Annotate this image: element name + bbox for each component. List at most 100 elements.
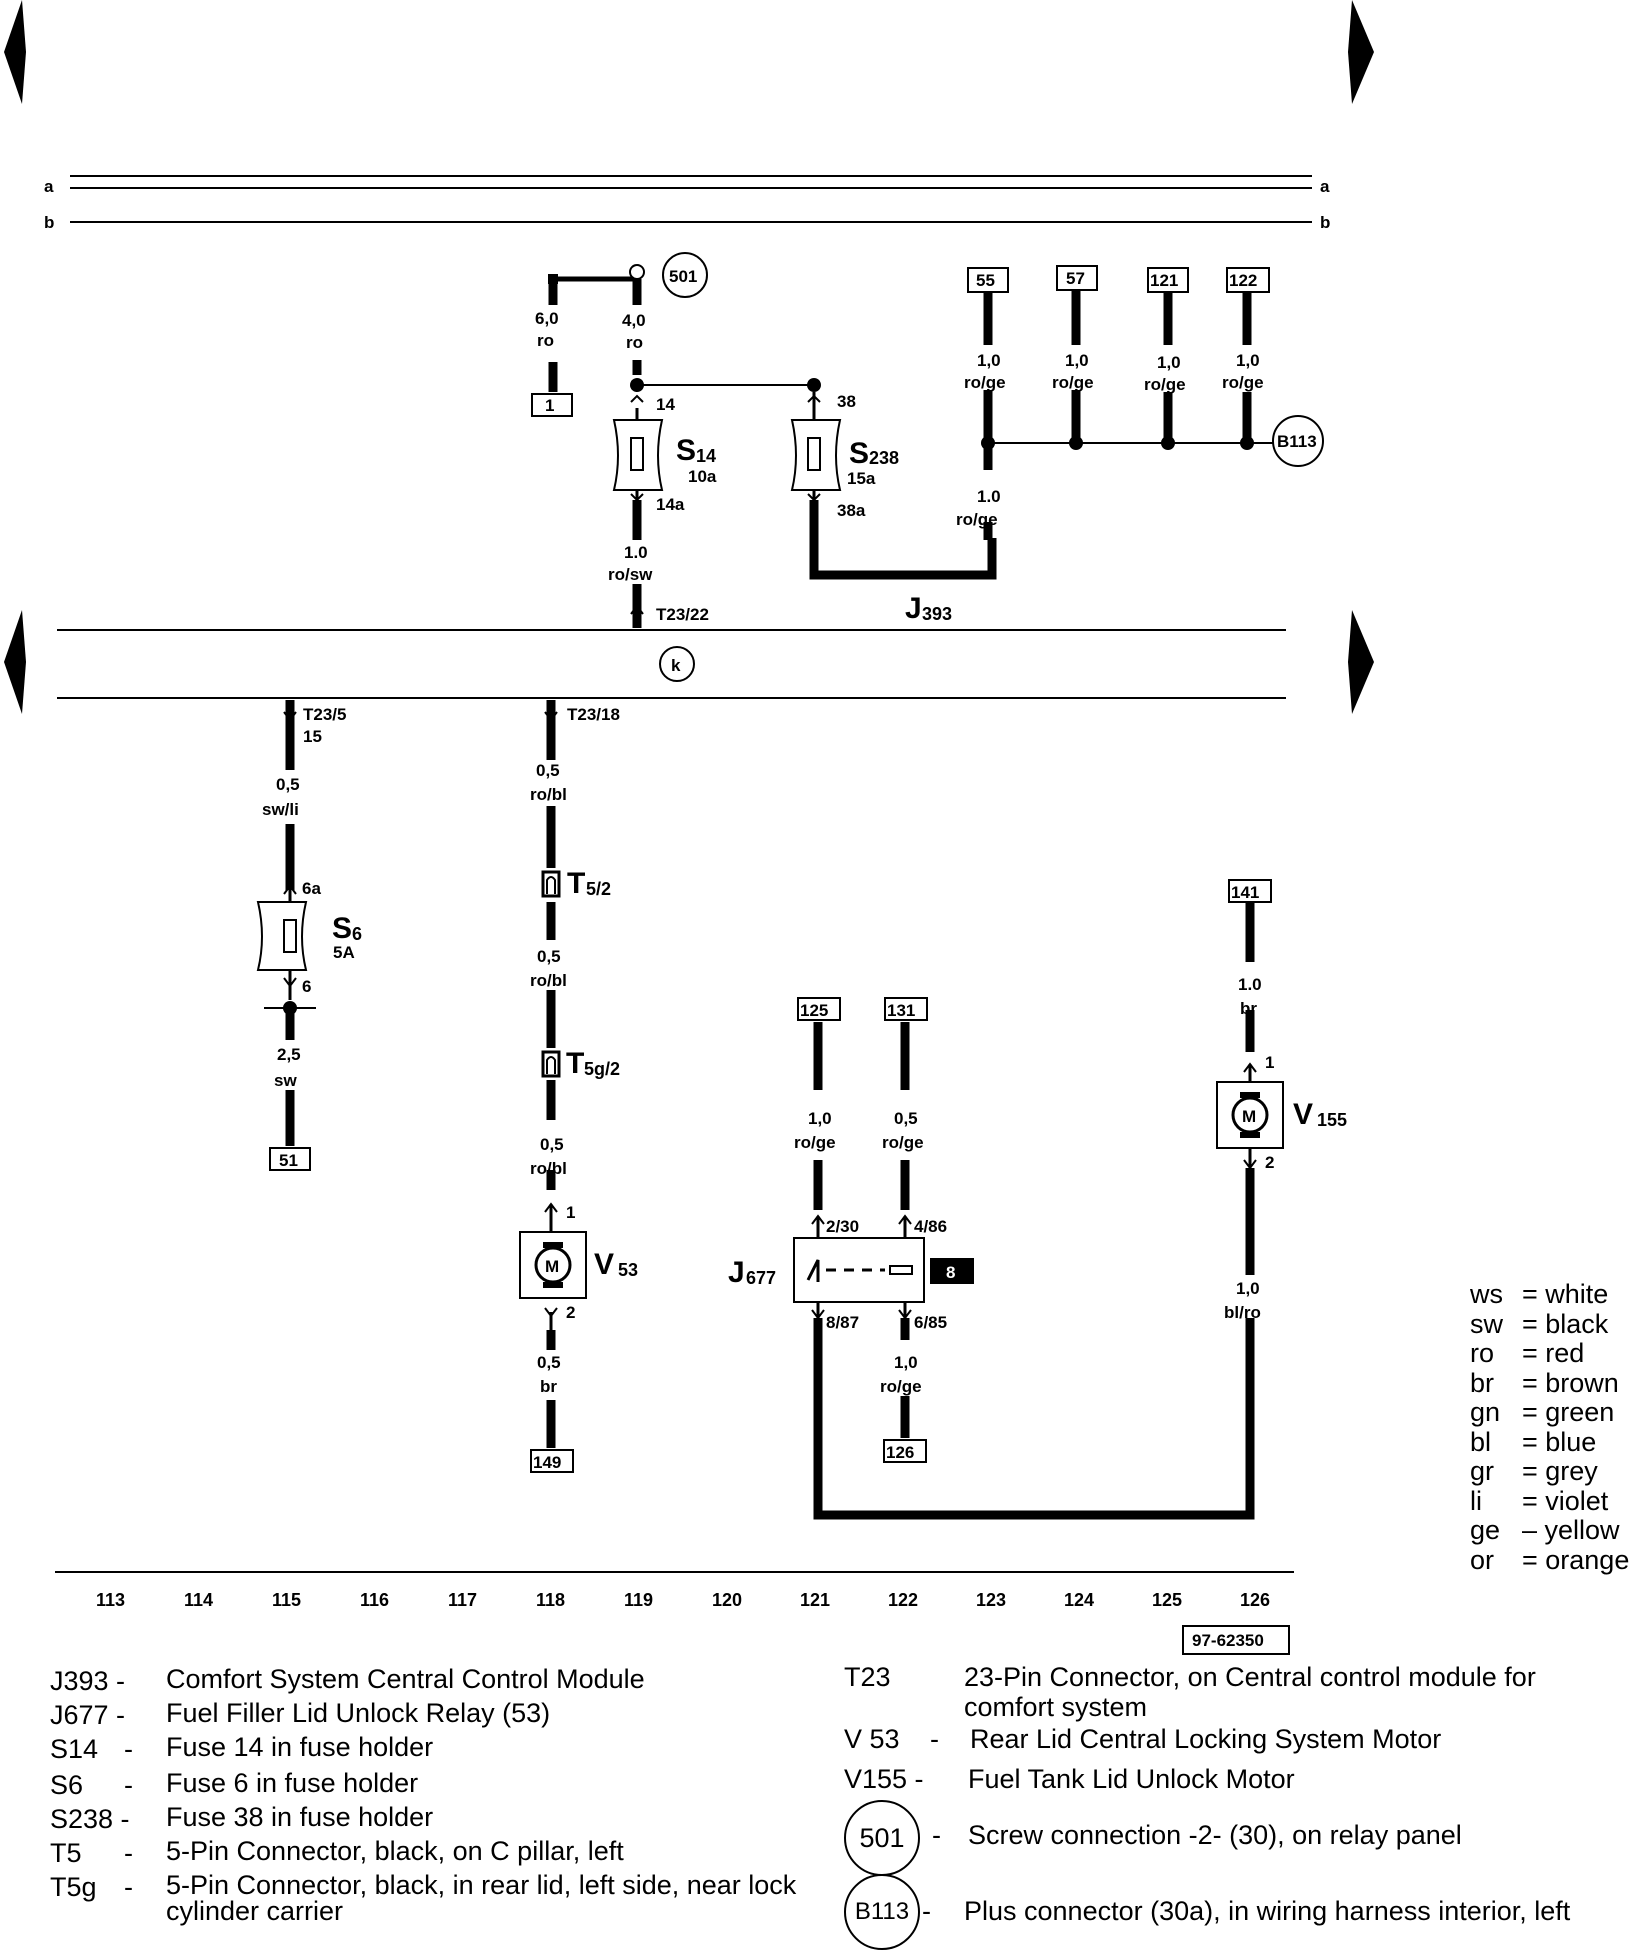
wire-126-color: ro/ge (880, 1377, 922, 1396)
note-dash: - (124, 1770, 133, 1800)
legend-row: ws = white (1470, 1279, 1629, 1310)
connector-t5g-sub: 5g/2 (584, 1059, 620, 1079)
j393-sub: 393 (922, 604, 952, 624)
legend-code: sw (1470, 1308, 1503, 1339)
motor-v155-branch (1216, 900, 1284, 1335)
note-code: T5 (50, 1838, 82, 1868)
ref-box-121-label: 121 (1150, 271, 1178, 290)
fuse-s14 (612, 394, 664, 628)
relay-j677-branch (793, 1022, 1255, 1520)
legend-row: br= brown (1470, 1367, 1629, 1399)
next-page-arrow[interactable] (1348, 0, 1374, 104)
note-desc: Comfort System Central Control Module (166, 1664, 645, 1694)
wire-s238-color: ro/ge (956, 510, 998, 529)
legend-code: bl (1470, 1426, 1492, 1457)
pin-38: 38 (837, 392, 856, 411)
fuse-s14-name: S (676, 434, 696, 467)
diagram-id: 97-62350 (1192, 1631, 1264, 1650)
note-code: V155 - (844, 1764, 924, 1794)
legend-code: br (1470, 1367, 1495, 1398)
prev-page-arrow[interactable] (4, 0, 26, 104)
ref-box-55-label: 55 (976, 271, 995, 290)
wire-121-size: 1,0 (1157, 353, 1181, 372)
wire-141-color: br (1240, 999, 1257, 1018)
note-b113-circle: B113 (844, 1874, 920, 1950)
wire-v155-color: bl/ro (1224, 1303, 1261, 1322)
diagram-id-box (1182, 1625, 1290, 1655)
note-code: T5g (50, 1872, 97, 1902)
note-code: T23 (844, 1662, 891, 1692)
column-number: 122 (888, 1590, 918, 1610)
pin-14: 14 (656, 395, 675, 414)
legend-name: = white (1522, 1279, 1609, 1309)
ref-box-121 (1147, 267, 1189, 293)
column-number: 116 (360, 1590, 389, 1610)
note-desc: Fuel Tank Lid Unlock Motor (968, 1764, 1295, 1794)
legend-row: li= violet (1470, 1486, 1629, 1517)
fuse-s6-sub: 6 (352, 924, 362, 944)
note-dash: - (922, 1896, 931, 1926)
column-number: 119 (624, 1590, 653, 1610)
legend-name: = orange (1522, 1544, 1630, 1575)
screw-501-symbol: 501 (662, 252, 708, 298)
column-number: 113 (96, 1590, 125, 1610)
legend-code: ws (1470, 1279, 1503, 1309)
connector-t5-sub: 5/2 (586, 879, 611, 899)
wire-55-size: 1,0 (977, 351, 1001, 370)
motor-v53-name: V (594, 1248, 614, 1281)
notes-right: T23 23-Pin Connector, on Central control… (844, 1662, 1634, 1950)
note-desc: Plus connector (30a), in wiring harness … (964, 1896, 1571, 1926)
wire-125-size: 1,0 (808, 1109, 832, 1128)
wire-122-color: ro/ge (1222, 373, 1264, 392)
legend-code: ro (1470, 1338, 1495, 1368)
connector-t5-name: T (567, 867, 585, 900)
legend-row: sw = black (1470, 1308, 1629, 1340)
wire-125-color: ro/ge (794, 1133, 836, 1152)
fuse-s238 (790, 392, 997, 580)
wire-6-0-size: 6,0 (535, 309, 559, 328)
relay-j677-sub: 677 (746, 1268, 776, 1288)
note-code: J677 - (50, 1700, 126, 1730)
bus-b: b b (44, 213, 1330, 232)
pin-6: 6 (302, 977, 311, 996)
ref-box-125 (797, 997, 841, 1021)
wire-141-size: 1.0 (1238, 975, 1262, 994)
prev-section-arrow[interactable] (4, 610, 26, 714)
wire-s14-color: ro/sw (608, 565, 653, 584)
wire-s6-color: sw (274, 1071, 297, 1090)
note-dash: - (124, 1734, 133, 1764)
bus-b-label-right: b (1320, 213, 1330, 232)
pin-j677-2-30: 2/30 (826, 1217, 859, 1236)
note-code: S14 (50, 1734, 99, 1764)
note-code: J393 - (50, 1666, 126, 1696)
column-number: 125 (1152, 1590, 1182, 1610)
fuse-s238-name: S (849, 437, 869, 470)
legend-name: = black (1522, 1308, 1609, 1339)
wire-v53-size: 0,5 (537, 1353, 561, 1372)
j393-module: k (57, 629, 1286, 699)
bus-a-label-right: a (1320, 177, 1330, 196)
wire-122-size: 1,0 (1236, 351, 1260, 370)
notes-left: J393 - Comfort System Central Control Mod… (50, 1666, 830, 1936)
fuse-s238-sub: 238 (869, 448, 899, 468)
legend-row: ge– yellow (1470, 1515, 1629, 1546)
note-code: V 53 (844, 1724, 900, 1754)
column-number: 124 (1064, 1590, 1094, 1610)
wire-s14-size: 1.0 (624, 543, 648, 562)
j393-name: J (905, 592, 922, 625)
pin-j677-6-85: 6/85 (914, 1313, 947, 1332)
note-dash: - (124, 1872, 133, 1902)
legend-row: ro= red (1470, 1338, 1629, 1369)
ref-box-1-label: 1 (545, 396, 554, 415)
legend-code: or (1470, 1544, 1495, 1575)
wire-4-0-color: ro (626, 333, 643, 352)
pin-j677-4-86: 4/86 (914, 1217, 947, 1236)
ref-box-141 (1228, 879, 1272, 903)
ref-box-131-label: 131 (887, 1001, 915, 1020)
next-section-arrow[interactable] (1348, 610, 1374, 714)
ref-box-131 (884, 997, 928, 1021)
pin-v155-2: 2 (1265, 1153, 1274, 1172)
ref-box-57 (1056, 265, 1098, 291)
note-desc: 5-Pin Connector, black, in rear lid, lef… (166, 1870, 797, 1926)
